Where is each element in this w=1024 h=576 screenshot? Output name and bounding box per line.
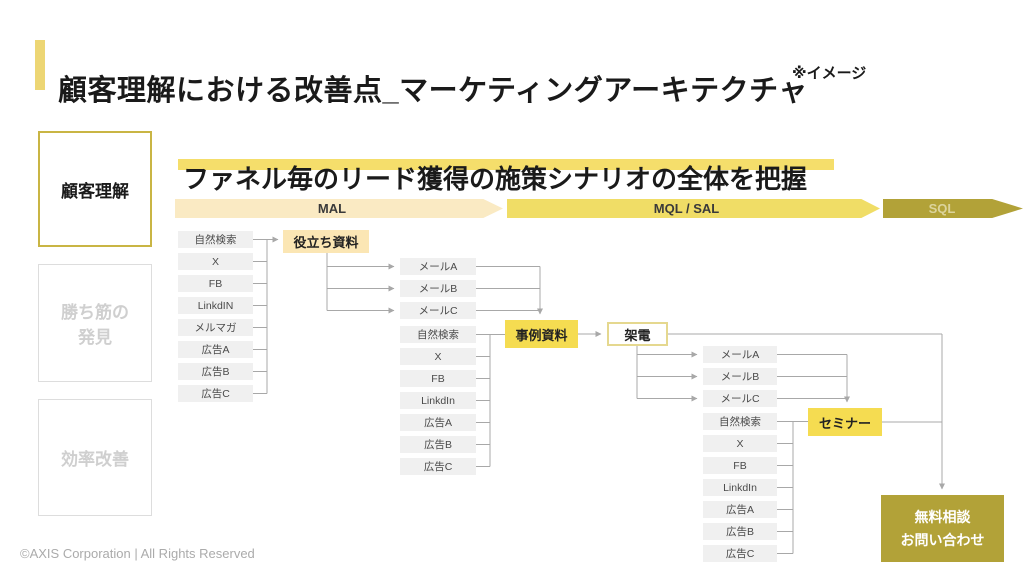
funnel-stage-label: MQL / SAL bbox=[653, 201, 720, 216]
funnel-stage-label: MAL bbox=[317, 201, 347, 216]
channel-box: LinkdIn bbox=[703, 479, 777, 496]
sidebar-item-winning-pattern: 勝ち筋の 発見 bbox=[38, 264, 152, 382]
channel-box: メルマガ bbox=[178, 319, 253, 336]
offer-box-case-study: 事例資料 bbox=[505, 320, 578, 348]
channel-box: X bbox=[178, 253, 253, 270]
channel-label: X bbox=[434, 350, 442, 363]
channel-box: 広告A bbox=[400, 414, 476, 431]
funnel-stage-mal: MAL bbox=[175, 199, 503, 218]
mail-box: メールB bbox=[400, 280, 476, 297]
channel-box: 広告A bbox=[178, 341, 253, 358]
mail-box: メールA bbox=[400, 258, 476, 275]
channel-box: FB bbox=[703, 457, 777, 474]
cta-box-free-consultation: 無料相談 お問い合わせ bbox=[881, 495, 1004, 562]
channel-box: 自然検索 bbox=[703, 413, 777, 430]
channel-label: FB bbox=[431, 372, 445, 385]
channel-box: 広告C bbox=[703, 545, 777, 562]
channel-label: メルマガ bbox=[194, 322, 237, 334]
channel-box: 自然検索 bbox=[400, 326, 476, 343]
channel-label: X bbox=[736, 437, 744, 450]
channel-label: FB bbox=[733, 459, 747, 472]
title-note: ※イメージ bbox=[792, 65, 867, 82]
channel-label: X bbox=[211, 255, 219, 268]
mail-label: メールC bbox=[418, 305, 458, 317]
channel-box: 自然検索 bbox=[178, 231, 253, 248]
sidebar-item-label: 勝ち筋の 発見 bbox=[61, 303, 129, 347]
offer-label: 事例資料 bbox=[515, 327, 568, 343]
mail-label: メールA bbox=[418, 261, 458, 273]
mail-label: メールC bbox=[720, 393, 760, 405]
channel-label: LinkdIn bbox=[723, 481, 757, 494]
channel-label: 自然検索 bbox=[417, 329, 459, 341]
offer-label: セミナー bbox=[818, 415, 871, 431]
channel-box: FB bbox=[400, 370, 476, 387]
sidebar-item-customer-understanding: 顧客理解 bbox=[38, 131, 152, 247]
channel-label: 広告B bbox=[725, 526, 754, 538]
diagram-subtitle: ファネル毎のリード獲得の施策シナリオの全体を把握 bbox=[183, 163, 808, 194]
channel-box: 広告C bbox=[178, 385, 253, 402]
sidebar-item-label: 顧客理解 bbox=[61, 181, 129, 201]
funnel-stage-sql: SQL bbox=[883, 199, 1023, 218]
channel-label: 広告A bbox=[423, 417, 452, 429]
channel-box: 広告B bbox=[178, 363, 253, 380]
sidebar-item-label: 効率改善 bbox=[61, 450, 129, 469]
channel-label: 広告A bbox=[725, 504, 754, 516]
mail-box: メールC bbox=[400, 302, 476, 319]
mail-label: メールB bbox=[720, 371, 760, 383]
channel-box: X bbox=[703, 435, 777, 452]
funnel-stage-label: SQL bbox=[928, 201, 956, 216]
channel-box: 広告B bbox=[400, 436, 476, 453]
subtitle-highlight-bar bbox=[178, 159, 834, 170]
channel-label: LinkdIn bbox=[421, 394, 455, 407]
offer-box-seminar: セミナー bbox=[808, 408, 882, 436]
cta-label: 無料相談 お問い合わせ bbox=[900, 509, 985, 548]
channel-label: FB bbox=[208, 277, 223, 290]
mail-label: メールA bbox=[720, 349, 760, 361]
channel-box: 広告A bbox=[703, 501, 777, 518]
funnel-stage-mql-sal: MQL / SAL bbox=[507, 199, 880, 218]
mail-box: メールB bbox=[703, 368, 777, 385]
call-box: 架電 bbox=[607, 322, 668, 346]
channel-label: 広告C bbox=[725, 548, 755, 560]
title-accent-bar bbox=[35, 40, 45, 90]
channel-label: 自然検索 bbox=[719, 416, 761, 428]
channel-label: 広告B bbox=[201, 366, 230, 378]
sidebar-item-efficiency: 効率改善 bbox=[38, 399, 152, 516]
copyright-footer: ©AXIS Corporation | All Rights Reserved bbox=[20, 546, 255, 561]
channel-box: 広告C bbox=[400, 458, 476, 475]
channel-label: LinkdIN bbox=[197, 299, 234, 312]
mail-box: メールC bbox=[703, 390, 777, 407]
call-label: 架電 bbox=[624, 327, 651, 343]
channel-label: 広告B bbox=[423, 439, 452, 451]
offer-label: 役立ち資料 bbox=[293, 235, 359, 250]
channel-label: 広告C bbox=[201, 388, 230, 400]
channel-label: 自然検索 bbox=[194, 234, 237, 246]
mail-box: メールA bbox=[703, 346, 777, 363]
channel-box: X bbox=[400, 348, 476, 365]
page-title: 顧客理解における改善点_マーケティングアーキテクチャ bbox=[58, 75, 808, 108]
channel-label: 広告A bbox=[201, 344, 230, 356]
offer-box-useful-material: 役立ち資料 bbox=[283, 230, 369, 253]
channel-box: 広告B bbox=[703, 523, 777, 540]
channel-label: 広告C bbox=[423, 461, 453, 473]
channel-box: LinkdIn bbox=[400, 392, 476, 409]
mail-label: メールB bbox=[418, 283, 458, 295]
channel-box: LinkdIN bbox=[178, 297, 253, 314]
channel-box: FB bbox=[178, 275, 253, 292]
